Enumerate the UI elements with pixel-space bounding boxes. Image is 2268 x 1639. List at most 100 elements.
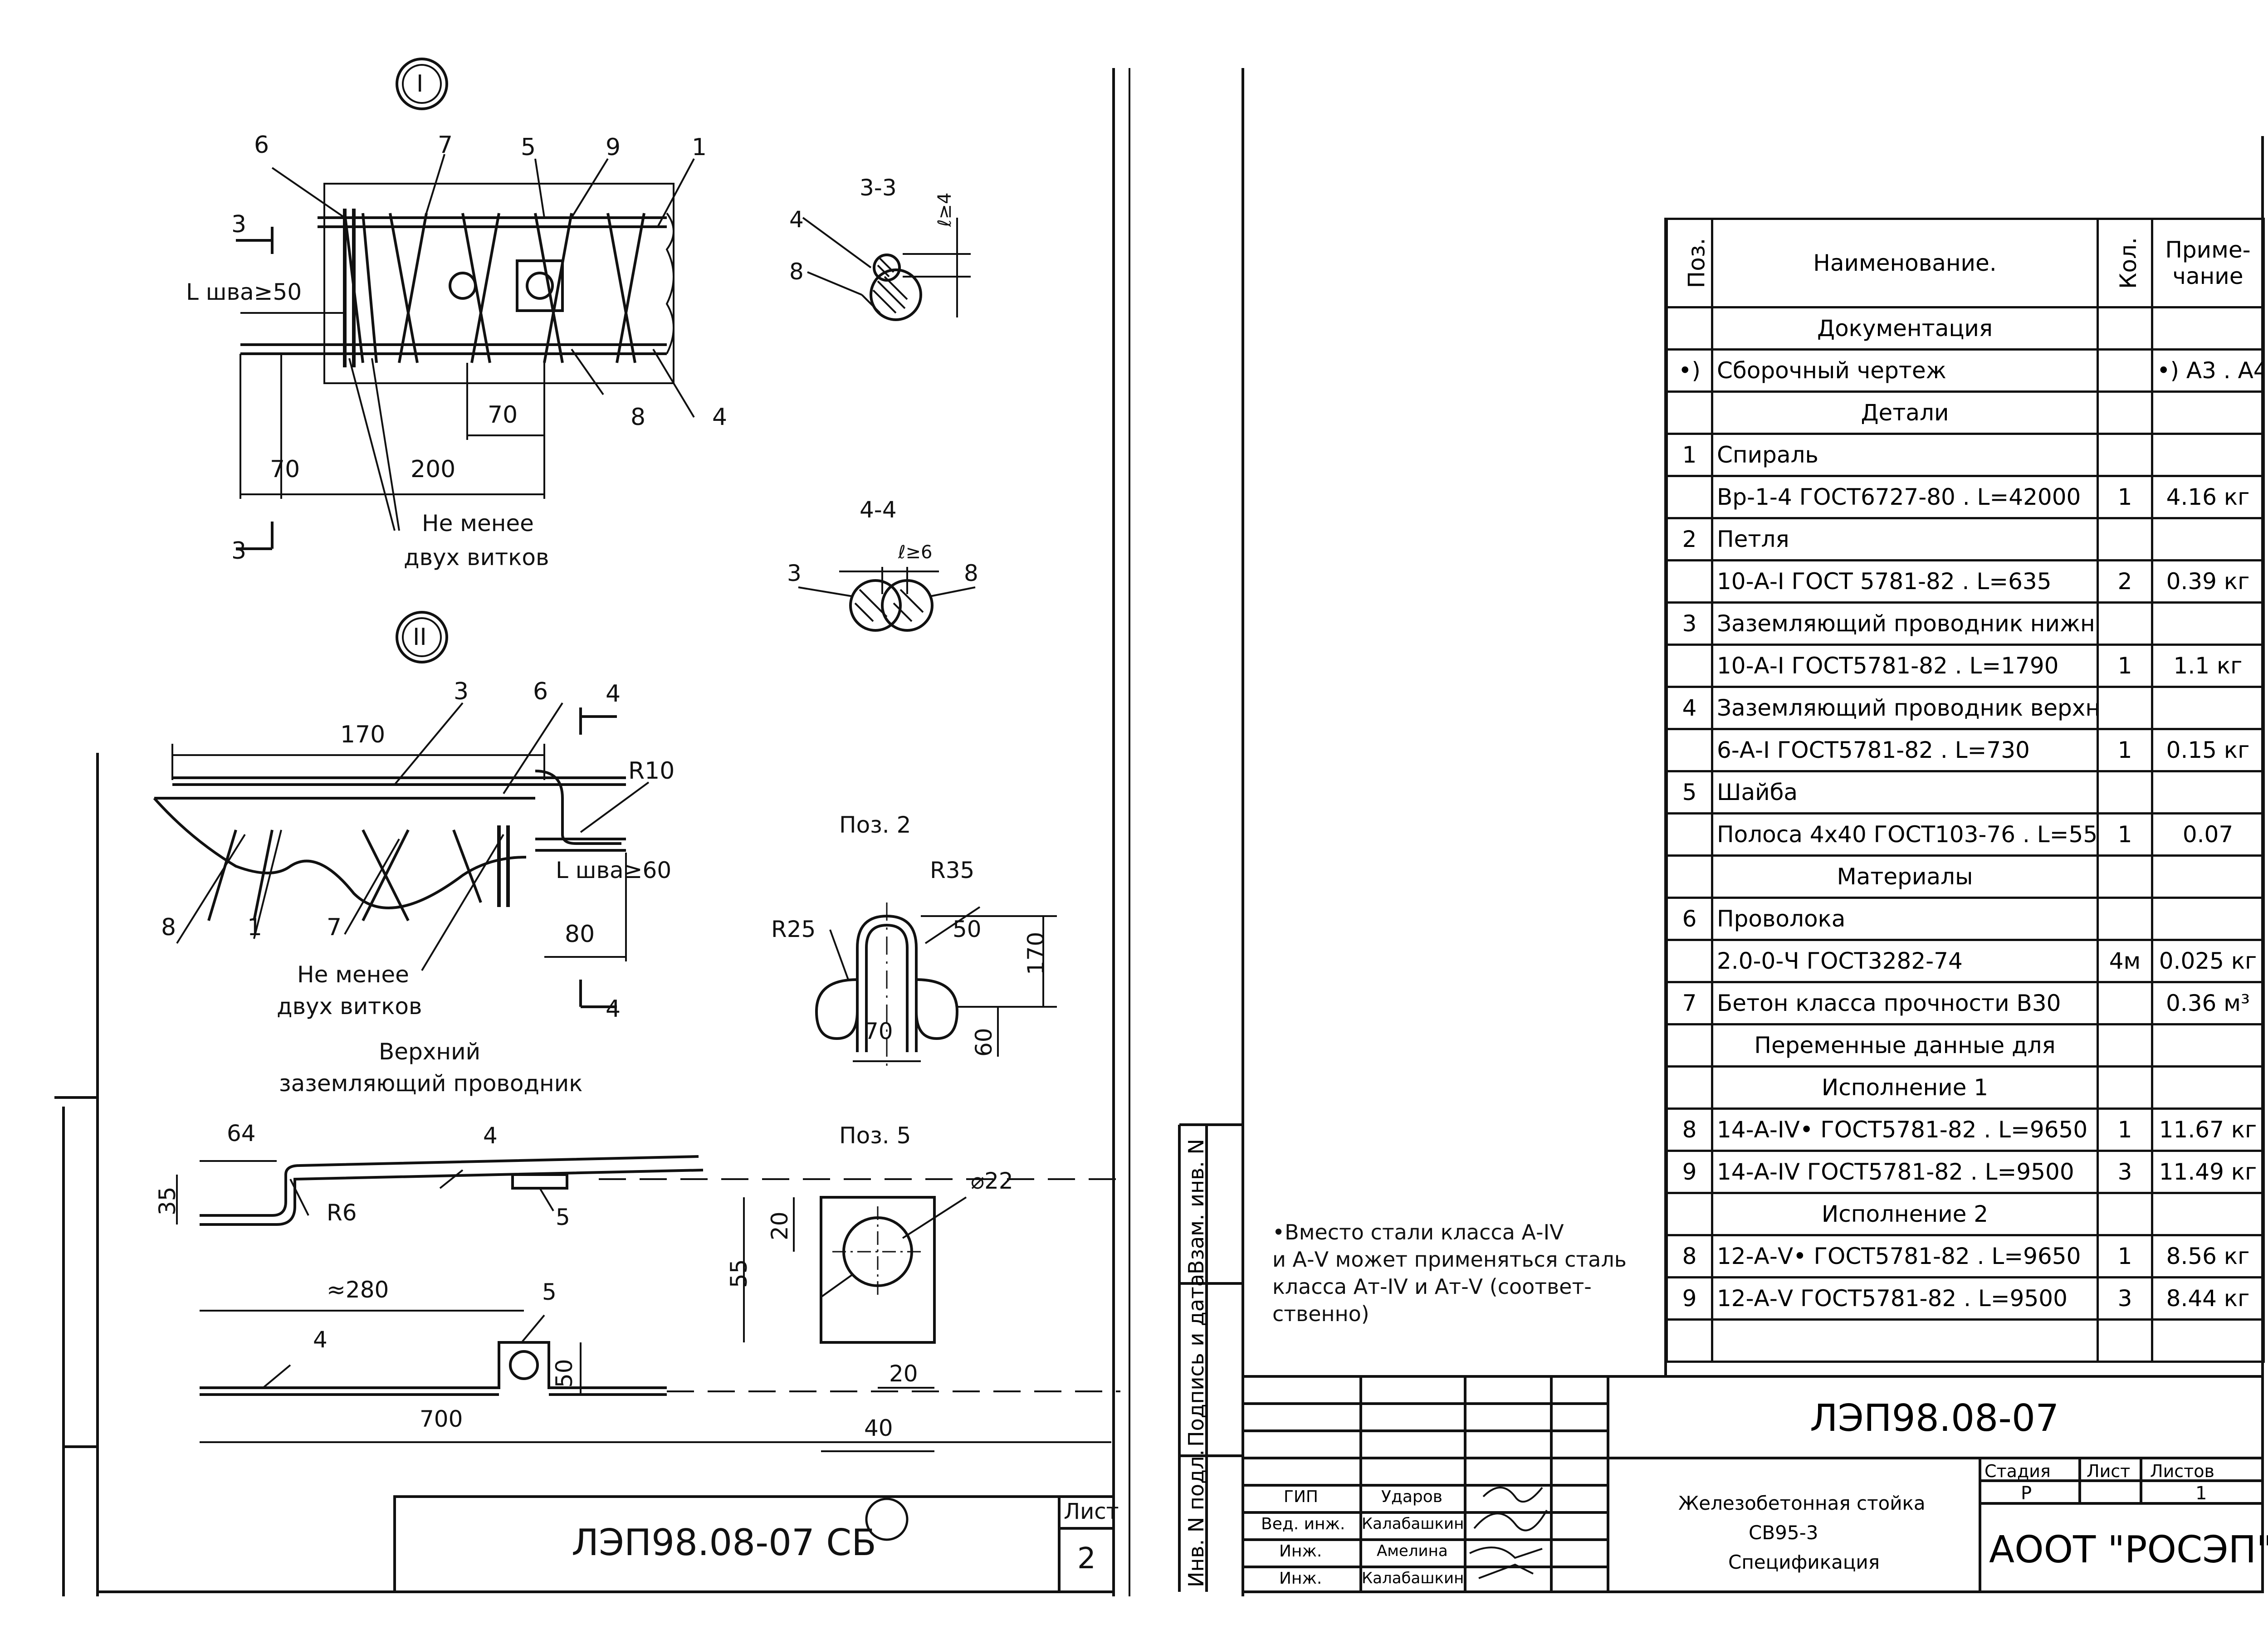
- cell-note: [2151, 1065, 2265, 1110]
- v2-callout-6: 6: [533, 678, 548, 705]
- cell-pos: [1666, 390, 1713, 435]
- table-section-row: Документация: [1666, 306, 2265, 351]
- view1-marker: I: [416, 70, 424, 98]
- left-stamp-sheet-number: 2: [1077, 1542, 1096, 1576]
- section-heading: Исполнение 2: [1711, 1192, 2099, 1236]
- v2-caption-line2: заземляющий проводник: [279, 1070, 583, 1097]
- title-block-code: ЛЭП98.08-07: [1810, 1397, 2059, 1440]
- header-pos: Поз.: [1666, 218, 1713, 308]
- cell-qty: [2097, 1065, 2153, 1110]
- cell-pos: •): [1666, 348, 1713, 393]
- v1-callout-4: 4: [712, 404, 728, 431]
- left-stamp-code: ЛЭП98.08-07 СБ: [572, 1522, 877, 1564]
- cell-pos: 1: [1666, 433, 1713, 477]
- cell-pos: [1666, 939, 1713, 983]
- section-heading: Документация: [1711, 306, 2099, 351]
- side-label-inv-orig: Инв. N подл.: [1184, 1449, 1208, 1587]
- header-qty: Кол.: [2097, 218, 2153, 308]
- cell-qty: 4м: [2097, 939, 2153, 983]
- section-heading: Исполнение 1: [1711, 1065, 2099, 1110]
- v2-dim-80: 80: [565, 921, 595, 948]
- section-heading: Переменные данные для: [1711, 1023, 2099, 1068]
- cell-name: 14-А-IV• ГОСТ5781-82 . L=9650: [1711, 1107, 2099, 1152]
- footnote-line3: класса Ат-IV и Ат-V (соответ-: [1272, 1274, 1592, 1299]
- cell-qty: [2097, 1192, 2153, 1236]
- cell-note: 0.15 кг: [2151, 728, 2265, 772]
- description-line1: Железобетонная стойка: [1678, 1492, 1926, 1514]
- cell-pos: [1666, 854, 1713, 899]
- section-heading: Материалы: [1711, 854, 2099, 899]
- signer-role-4: Инж.: [1279, 1569, 1322, 1588]
- section-4-4-callout-8: 8: [964, 560, 978, 586]
- header-name: Наименование.: [1711, 218, 2099, 308]
- side-label-signature-date: Подпись и дата: [1184, 1273, 1208, 1447]
- cell-note: [2151, 390, 2265, 435]
- specification-table: Поз. Наименование. Кол. Приме- чание Док…: [1666, 218, 2265, 1363]
- cond-top-r6: R6: [327, 1200, 357, 1226]
- pos5-dim-20-vert: 20: [767, 1211, 793, 1240]
- cell-note: 0.39 кг: [2151, 559, 2265, 604]
- cell-pos: [1666, 1065, 1713, 1110]
- header-note: Приме- чание: [2151, 218, 2265, 308]
- cell-qty: 1: [2097, 812, 2153, 857]
- cell-name: [1711, 1318, 2099, 1363]
- cell-note: 0.36 м³: [2151, 981, 2265, 1025]
- cell-qty: 3: [2097, 1150, 2153, 1194]
- pos2-dim-170: 170: [1023, 932, 1049, 975]
- cond-top-dim-35: 35: [154, 1186, 181, 1215]
- cell-note: [2151, 770, 2265, 815]
- v1-note-line2: двух витков: [404, 544, 549, 571]
- section-4-4-callout-3: 3: [787, 560, 802, 586]
- cell-qty: 1: [2097, 644, 2153, 688]
- cell-qty: [2097, 1023, 2153, 1068]
- cell-name: 2.0-0-Ч ГОСТ3282-74: [1711, 939, 2099, 983]
- table-section-row: Переменные данные для: [1666, 1023, 2265, 1068]
- section-3-3-callout-4: 4: [789, 206, 804, 233]
- left-stamp-sheet-label: Лист: [1064, 1499, 1119, 1524]
- cell-pos: 4: [1666, 686, 1713, 730]
- cell-note: [2151, 433, 2265, 477]
- cell-qty: [2097, 686, 2153, 730]
- pos5-dim-55: 55: [726, 1259, 752, 1288]
- cell-qty: [2097, 770, 2153, 815]
- footnote-line4: ственно): [1272, 1302, 1369, 1326]
- pos2-dim-50: 50: [953, 916, 982, 942]
- v1-section-mark-bottom: 3: [231, 537, 247, 565]
- cell-pos: [1666, 812, 1713, 857]
- section-heading: Детали: [1711, 390, 2099, 435]
- v1-dim-70b: 70: [270, 456, 300, 483]
- signer-name-4: Калабашкин: [1362, 1569, 1464, 1587]
- table-section-row: Материалы: [1666, 854, 2265, 899]
- pos2-title: Поз. 2: [839, 812, 911, 838]
- cell-pos: 9: [1666, 1276, 1713, 1321]
- description-line3: Спецификация: [1728, 1551, 1880, 1573]
- cell-pos: 8: [1666, 1234, 1713, 1278]
- cell-note: [2151, 1023, 2265, 1068]
- cell-name: 12-А-V• ГОСТ5781-82 . L=9650: [1711, 1234, 2099, 1278]
- cell-pos: 3: [1666, 601, 1713, 646]
- cell-note: •) А3 . А4: [2151, 348, 2265, 393]
- section-4-4-dim: ℓ≥6: [898, 542, 933, 563]
- v1-callout-1: 1: [692, 134, 707, 161]
- pos2-dim-60: 60: [971, 1028, 997, 1057]
- v2-callout-8: 8: [161, 914, 176, 941]
- cell-name: 12-А-V ГОСТ5781-82 . L=9500: [1711, 1276, 2099, 1321]
- cell-note: 4.16 кг: [2151, 475, 2265, 519]
- cell-pos: 8: [1666, 1107, 1713, 1152]
- cell-note: [2151, 306, 2265, 351]
- cell-qty: 1: [2097, 475, 2153, 519]
- cell-note: 11.67 кг: [2151, 1107, 2265, 1152]
- v2-radius: R10: [628, 757, 675, 785]
- sheets-label: Листов: [2150, 1461, 2214, 1481]
- section-4-4-title: 4-4: [860, 497, 897, 523]
- cell-qty: [2097, 390, 2153, 435]
- signer-name-3: Амелина: [1377, 1542, 1448, 1560]
- cell-note: 1.1 кг: [2151, 644, 2265, 688]
